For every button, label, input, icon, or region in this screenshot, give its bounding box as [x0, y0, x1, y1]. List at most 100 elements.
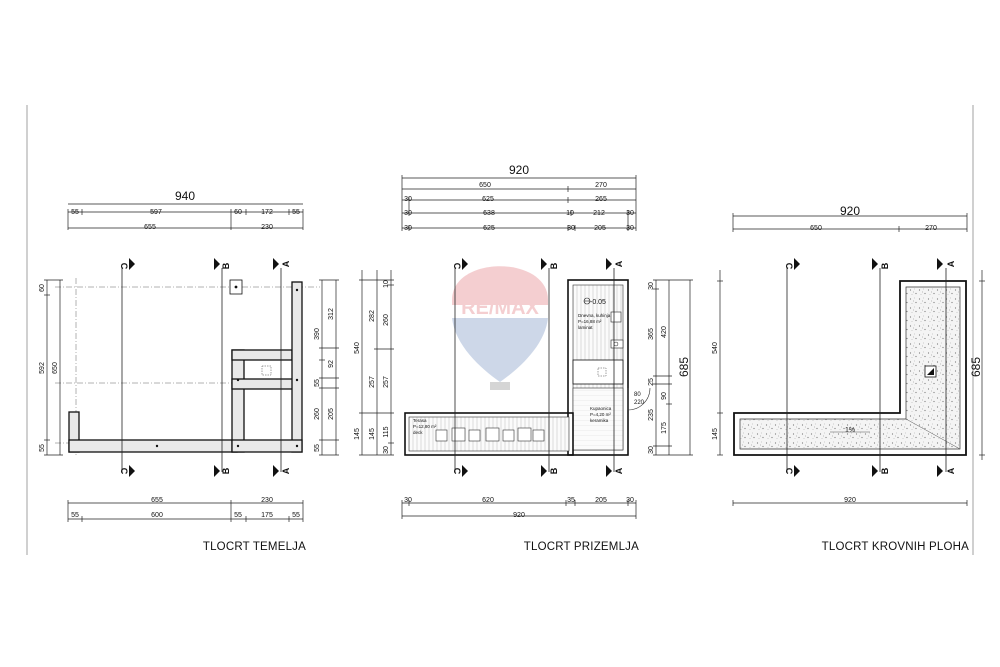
- plan-ground-floor: 920 650 270 30 625 265 30 638 10 212 30 …: [354, 163, 693, 553]
- axis-label-a: A: [281, 260, 291, 267]
- dim-right: 25: [648, 378, 655, 386]
- room-name: Kupaonica: [590, 406, 612, 411]
- plan-foundation: 940 55 597 60 172 55 655 230: [39, 189, 339, 553]
- dim-left: 260: [383, 314, 390, 326]
- dim-top: 625: [482, 196, 494, 203]
- dim-bottom: 35: [567, 497, 575, 504]
- dim-top: 172: [261, 209, 273, 216]
- plan-title: TLOCRT KROVNIH PLOHA: [822, 541, 969, 553]
- room-floor: laminat: [578, 325, 593, 330]
- dim-top: 55: [71, 209, 79, 216]
- dim-right: 312: [328, 308, 335, 320]
- dim-left: 282: [369, 310, 376, 322]
- axis-label-b: B: [549, 262, 559, 269]
- axis-label-b: B: [549, 467, 559, 474]
- dim-top: 655: [144, 224, 156, 231]
- dim-total: 920: [509, 163, 529, 177]
- dim-top: 30: [626, 210, 634, 217]
- dim-bottom: 655: [151, 497, 163, 504]
- dim-bottom: 30: [626, 497, 634, 504]
- dim-top: 650: [479, 182, 491, 189]
- dim-right-total: 685: [677, 357, 691, 377]
- dim-left: 60: [39, 284, 46, 292]
- axis-label-a: A: [281, 467, 291, 474]
- dim-right: 420: [661, 326, 668, 338]
- dim-right: 90: [661, 392, 668, 400]
- axis-label-c: C: [784, 468, 794, 475]
- axis-label-b: B: [221, 262, 231, 269]
- dim-bottom: 600: [151, 512, 163, 519]
- dim-left: 257: [383, 376, 390, 388]
- level-mark: -0.05: [590, 299, 606, 306]
- dim-right: 30: [648, 282, 655, 290]
- axis-label-c: C: [784, 263, 794, 270]
- dim-top: 55: [292, 209, 300, 216]
- dim-left: 115: [383, 426, 390, 437]
- remax-watermark: RE/MAX: [452, 266, 548, 390]
- dim-top: 60: [234, 209, 242, 216]
- dim-total: 920: [840, 204, 860, 218]
- dim-top: 30: [404, 225, 412, 232]
- dim-top: 270: [595, 182, 607, 189]
- slope-label: 1%: [845, 427, 855, 434]
- room-area: P=16,88 m²: [578, 319, 602, 324]
- axis-label-c: C: [452, 263, 462, 270]
- dim-bottom: 55: [71, 512, 79, 519]
- dim-top: 30: [567, 225, 575, 232]
- dim-left: 257: [369, 376, 376, 388]
- dim-bottom: 55: [234, 512, 242, 519]
- axis-label-c: C: [119, 468, 129, 475]
- dim-bottom: 920: [844, 497, 856, 504]
- dim-right: 390: [314, 328, 321, 340]
- dim-top: 30: [404, 210, 412, 217]
- dim-top: 205: [594, 225, 606, 232]
- dim-left: 30: [383, 446, 390, 454]
- dim-top: 597: [150, 209, 162, 216]
- dim-left: 540: [712, 342, 719, 354]
- dim-bottom: 30: [404, 497, 412, 504]
- axis-label-a: A: [946, 467, 956, 474]
- room-name: Terasa: [413, 418, 427, 423]
- dim-right: 365: [648, 328, 655, 340]
- dim-top: 30: [626, 225, 634, 232]
- dim-top: 10: [566, 210, 574, 217]
- dim-left: 592: [39, 362, 46, 374]
- dim-right: 235: [648, 409, 655, 421]
- plan-title: TLOCRT TEMELJA: [203, 541, 306, 553]
- dim-top: 212: [593, 210, 605, 217]
- dim-right: 92: [328, 360, 335, 368]
- dim-left: 145: [369, 428, 376, 440]
- axis-label-a: A: [614, 260, 624, 267]
- dim-bottom: 920: [513, 512, 525, 519]
- plan-title: TLOCRT PRIZEMLJA: [524, 541, 639, 553]
- room-area: P=12,80 m²: [413, 424, 437, 429]
- dim-total: 940: [175, 189, 195, 203]
- dim-left: 145: [712, 428, 719, 440]
- axis-label-c: C: [119, 263, 129, 270]
- dim-right: 55: [314, 444, 321, 452]
- room-floor: keramika: [590, 418, 609, 423]
- watermark-text: RE/MAX: [461, 297, 539, 319]
- dim-top: 230: [261, 224, 273, 231]
- dim-bottom: 55: [292, 512, 300, 519]
- dim-top: 650: [810, 225, 822, 232]
- dim-left: 55: [39, 444, 46, 452]
- dim-left: 540: [354, 342, 361, 354]
- door-dim: 80: [634, 392, 641, 398]
- room-name: Dnevna, kuhinja: [578, 313, 611, 318]
- dim-left: 145: [354, 428, 361, 440]
- dim-bottom: 230: [261, 497, 273, 504]
- plan-roof: 920 650 270 1% C B A C B A: [712, 204, 985, 553]
- dim-bottom: 175: [261, 512, 273, 519]
- axis-label-c: C: [452, 468, 462, 475]
- room-area: P=4,20 m²: [590, 412, 611, 417]
- dim-bottom: 620: [482, 497, 494, 504]
- dim-top: 270: [925, 225, 937, 232]
- dim-right: 30: [648, 446, 655, 454]
- dim-top: 625: [483, 225, 495, 232]
- room-floor: deck: [413, 430, 423, 435]
- dim-bottom: 205: [595, 497, 607, 504]
- dim-left: 650: [52, 362, 59, 374]
- dim-right: 175: [661, 422, 668, 434]
